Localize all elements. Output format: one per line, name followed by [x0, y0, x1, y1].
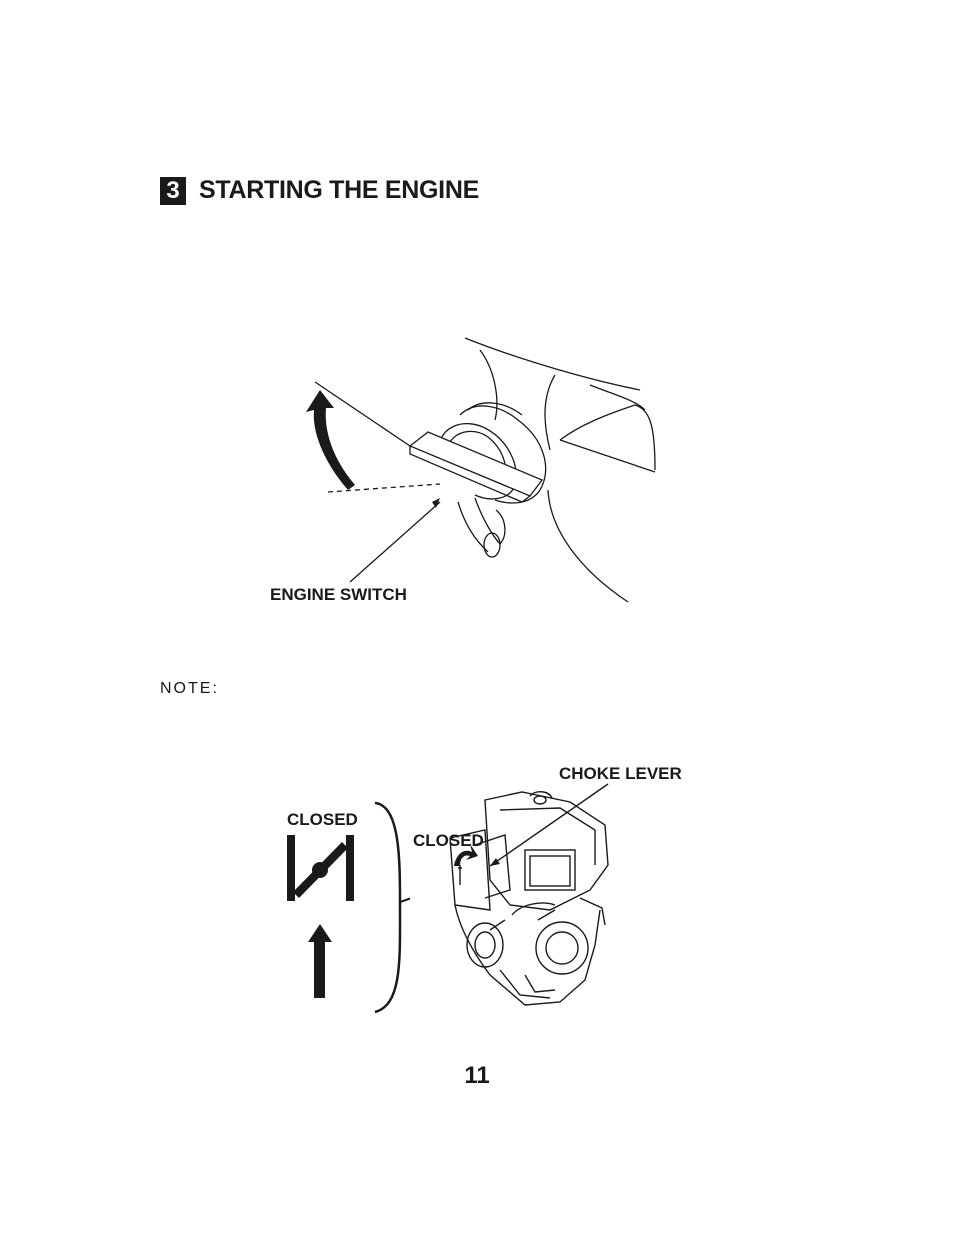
choke-symbol-illustration: [287, 801, 410, 1014]
page-number: 11: [464, 1062, 490, 1089]
choke-lever-label: CHOKE LEVER: [559, 764, 682, 783]
engine-choke-illustration: [449, 783, 609, 1006]
section-number-badge: 3: [160, 176, 186, 205]
engine-switch-label: ENGINE SWITCH: [270, 585, 407, 604]
closed-engine-label: CLOSED: [413, 831, 484, 850]
section-header: 3 STARTING THE ENGINE: [160, 176, 479, 205]
note-label: NOTE:: [160, 680, 219, 697]
closed-symbol-label: CLOSED: [287, 810, 358, 829]
engine-switch-illustration: [306, 337, 656, 603]
section-title: STARTING THE ENGINE: [199, 176, 479, 204]
